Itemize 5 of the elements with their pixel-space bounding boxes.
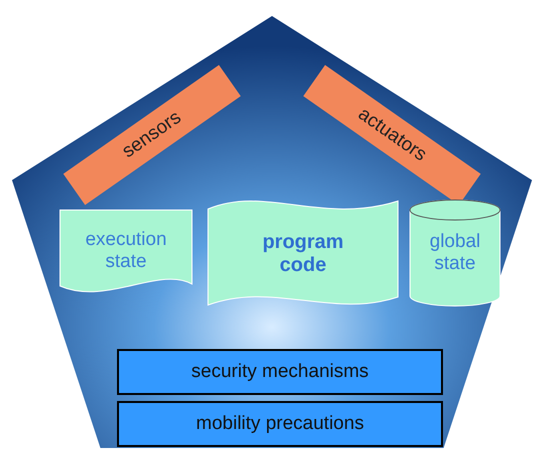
shape-label: security mechanisms	[191, 361, 369, 383]
shape-label: execution state	[84, 229, 168, 273]
shape-label: program code	[261, 231, 345, 277]
shape-label: mobility precautions	[196, 413, 364, 435]
shape-label: global state	[428, 231, 482, 275]
